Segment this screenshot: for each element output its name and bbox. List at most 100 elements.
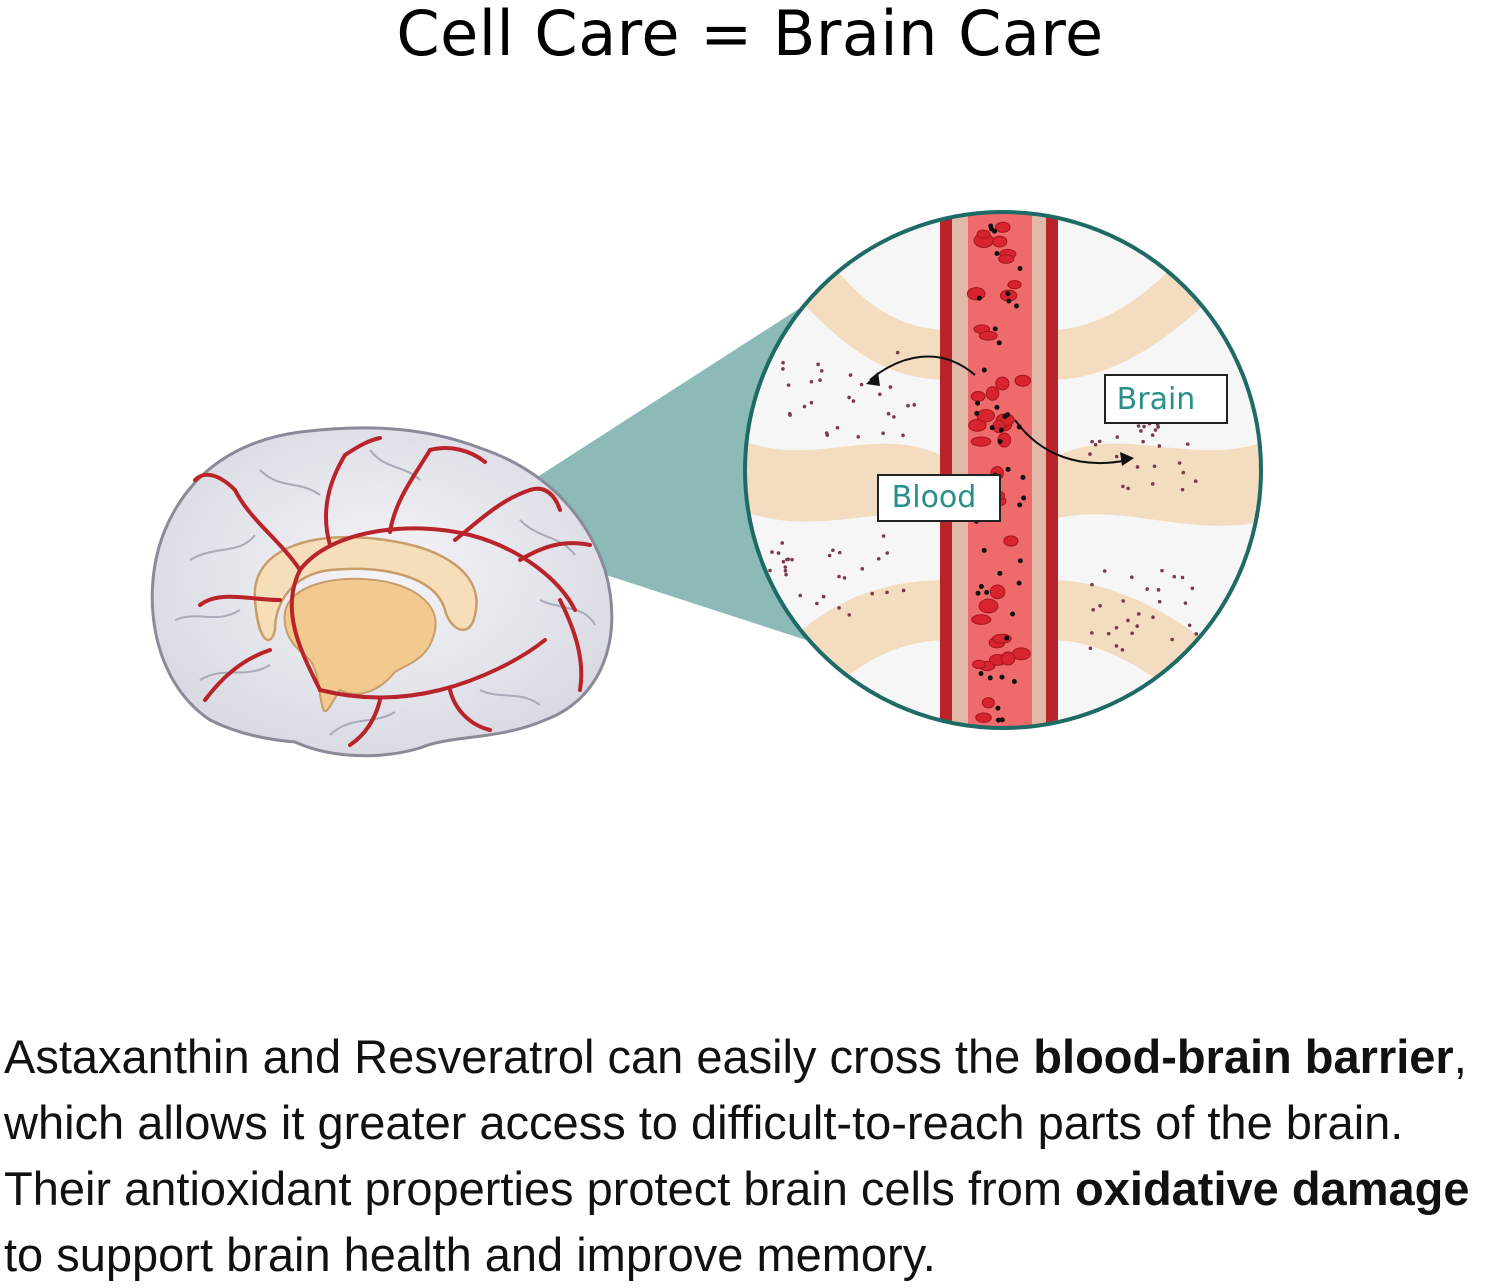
red-blood-cell xyxy=(976,229,991,239)
brain-particle xyxy=(790,557,794,562)
red-blood-cell xyxy=(978,598,999,614)
magnified-view xyxy=(743,210,1263,730)
blood-particle xyxy=(975,400,981,406)
brain-particle xyxy=(809,379,814,384)
red-blood-cell xyxy=(976,409,996,423)
blood-particle xyxy=(1021,495,1027,501)
caption-part-1: Astaxanthin and Resveratrol can easily c… xyxy=(4,1030,1034,1083)
brain-particle xyxy=(1181,470,1186,475)
brain-particle xyxy=(870,591,875,596)
brain-particle xyxy=(1091,607,1095,612)
blood-particle xyxy=(994,250,1000,256)
page-title: Cell Care = Brain Care xyxy=(396,0,1104,70)
red-blood-cell xyxy=(1003,535,1019,547)
brain-particle xyxy=(827,553,832,558)
brain-particle xyxy=(842,576,847,580)
brain-particle xyxy=(912,403,917,407)
brain-particle xyxy=(1141,439,1145,444)
brain-label-text: Brain xyxy=(1117,382,1196,417)
brain-particle xyxy=(847,613,852,617)
brain-particle xyxy=(885,590,889,595)
brain-particle xyxy=(815,601,819,606)
brain-particle xyxy=(821,594,826,599)
blood-cells xyxy=(966,221,1032,723)
brain-particle xyxy=(1102,569,1107,573)
blood-particle xyxy=(1004,635,1010,641)
blood-particle xyxy=(1014,303,1020,309)
blood-particle xyxy=(981,547,987,553)
blood-particle xyxy=(992,228,998,234)
caption-part-2: , which allows it greater access to diff… xyxy=(4,1030,1467,1215)
brain-particle xyxy=(1126,486,1130,491)
brain-particle xyxy=(1088,452,1092,456)
blood-particle xyxy=(1010,611,1016,617)
red-blood-cell xyxy=(1000,651,1016,666)
brain-particle xyxy=(785,557,789,562)
red-blood-cell xyxy=(978,330,998,341)
red-blood-cell xyxy=(992,235,1008,248)
blood-brain-barrier-illustration: Brain Blood xyxy=(150,210,1263,758)
brain-particle xyxy=(787,412,792,416)
blood-particle xyxy=(1005,291,1011,297)
brain-particles xyxy=(768,350,1199,652)
brain-particle xyxy=(1153,428,1158,432)
blood-particle xyxy=(1017,502,1023,508)
brain-particle xyxy=(781,367,785,371)
brain-particle xyxy=(1150,482,1155,486)
brain-particle xyxy=(901,588,906,593)
blood-particle xyxy=(978,584,984,590)
brain-particle xyxy=(831,548,835,553)
brain-particle xyxy=(860,567,865,571)
brain-particle xyxy=(1130,575,1134,580)
brain-particle xyxy=(835,425,840,430)
blood-label: Blood xyxy=(877,474,1001,522)
red-blood-cell xyxy=(970,390,986,402)
brain-particle xyxy=(856,435,861,439)
blood-particle xyxy=(978,670,984,676)
blood-particle xyxy=(994,404,1000,410)
brain-particle xyxy=(1090,439,1094,444)
brain-particle xyxy=(1121,599,1125,603)
brain-particle xyxy=(1090,582,1094,587)
brain-particle xyxy=(802,404,807,409)
brain-particle xyxy=(1156,588,1161,592)
brain-particle xyxy=(783,565,788,569)
blood-label-text: Blood xyxy=(892,480,977,515)
brain-particle xyxy=(848,373,853,377)
brain-particle xyxy=(1152,464,1157,469)
blood-particle xyxy=(1005,466,1011,472)
brain-particle xyxy=(1114,644,1119,648)
blood-particle xyxy=(1002,414,1008,420)
brain-particle xyxy=(809,400,814,405)
brain-particle xyxy=(1098,603,1102,608)
blood-particle xyxy=(999,717,1005,723)
blood-particle xyxy=(992,326,998,332)
brain-particle xyxy=(886,411,891,416)
brain-particle xyxy=(781,559,786,564)
brain-particle xyxy=(1135,624,1139,628)
brain-particle xyxy=(824,431,829,435)
brain-particle xyxy=(878,392,882,397)
brain-particle xyxy=(881,431,885,436)
brain-particle xyxy=(1139,429,1143,433)
brain-particle xyxy=(1151,615,1155,620)
red-blood-cell xyxy=(971,614,992,625)
brain-particle xyxy=(1150,433,1155,437)
brain-particle xyxy=(892,415,896,419)
brain-particle xyxy=(768,568,772,573)
brain-particle xyxy=(1190,586,1195,591)
blood-particle xyxy=(1011,679,1017,685)
blood-particle xyxy=(1017,558,1023,564)
brain-particle xyxy=(816,362,820,367)
corpus-callosum xyxy=(253,535,478,642)
brain-particle xyxy=(781,360,785,365)
blood-particle xyxy=(996,340,1002,346)
blood-particle xyxy=(1016,580,1022,586)
blood-particle xyxy=(989,425,995,431)
brain-particle xyxy=(1115,435,1120,439)
brain-particle xyxy=(1170,637,1174,642)
brain-particle xyxy=(770,550,774,554)
red-blood-cell xyxy=(1014,374,1032,387)
brain-particle xyxy=(885,551,889,555)
brain-particle xyxy=(819,369,824,373)
